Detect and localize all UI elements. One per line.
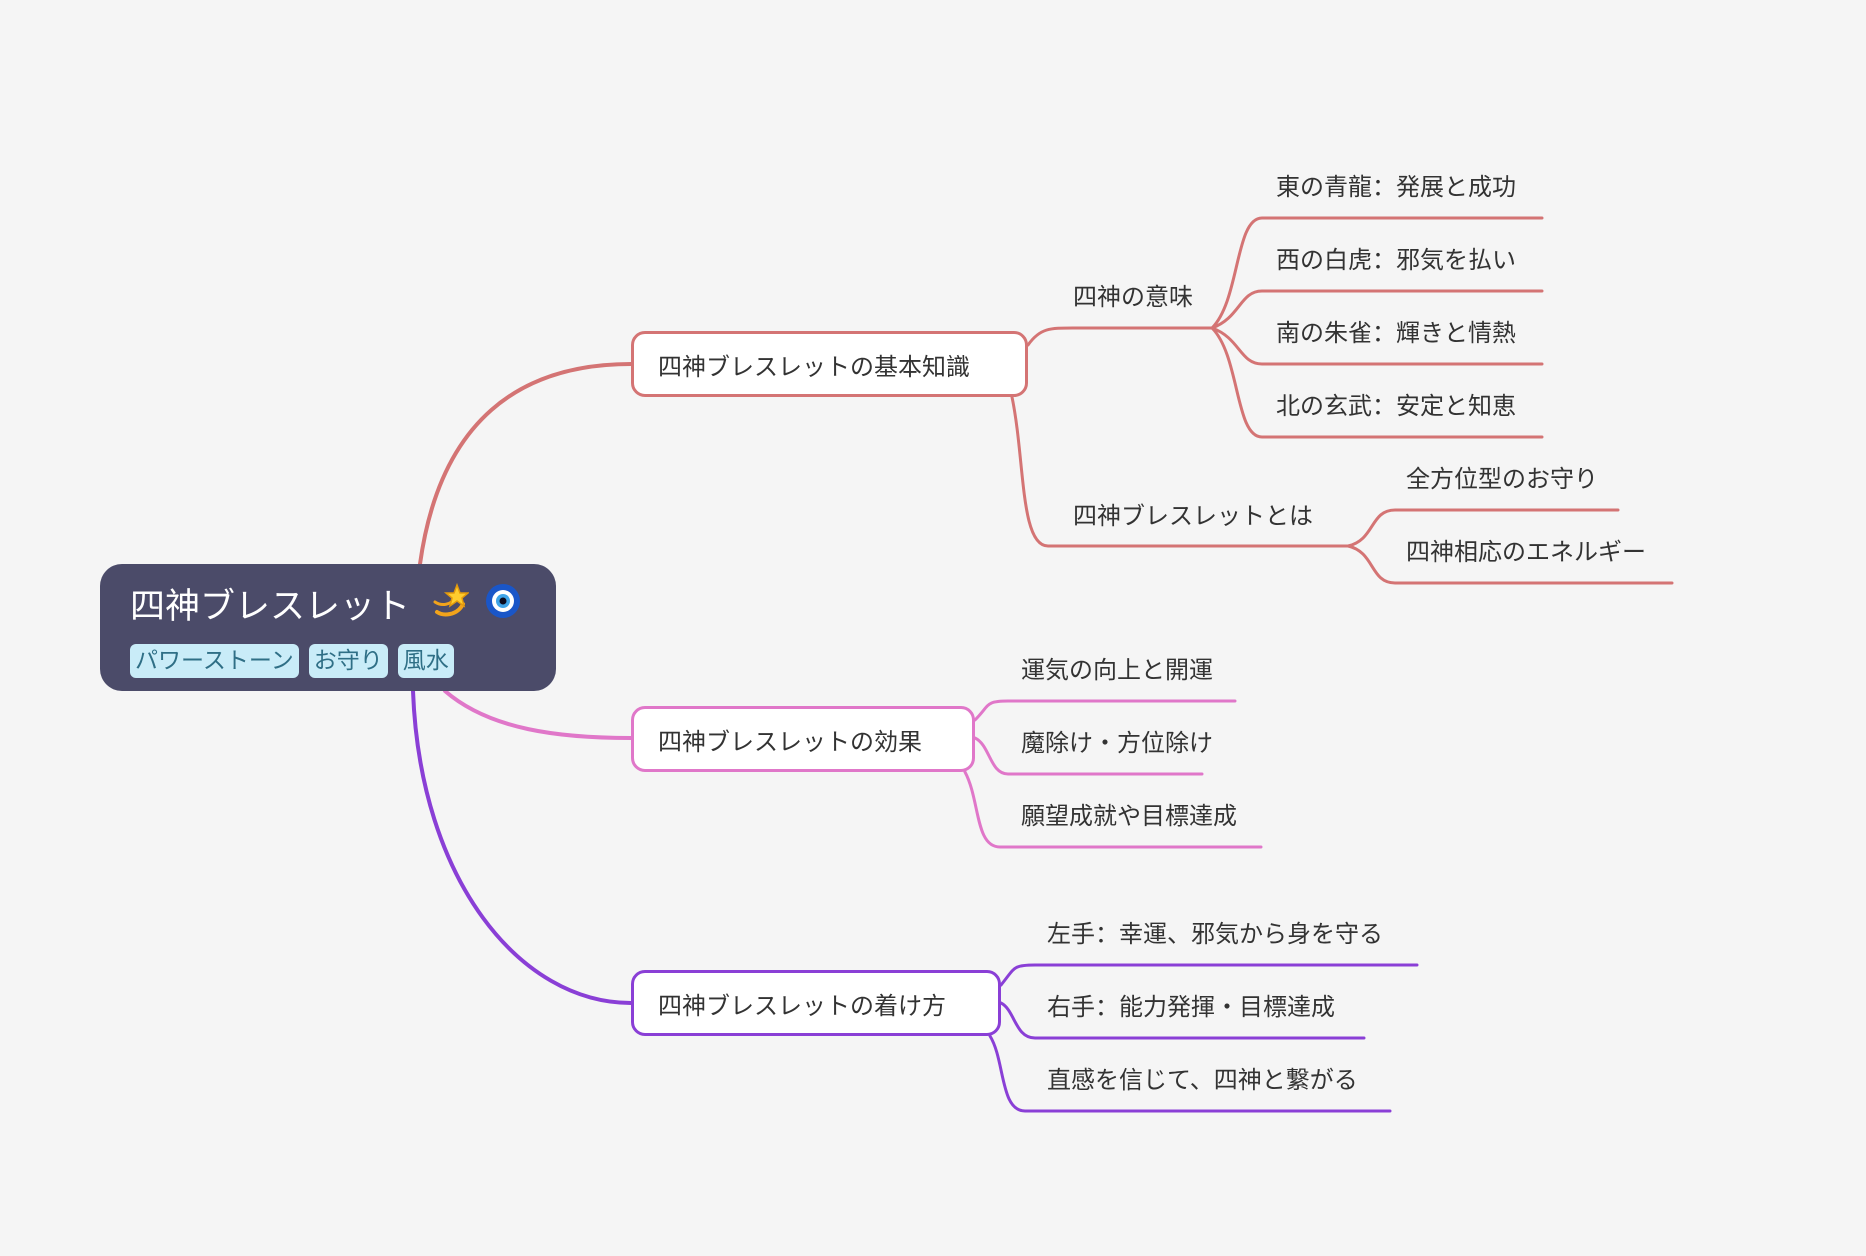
tag-omamori[interactable]: お守り [308, 644, 388, 678]
connector-line-6 [1210, 289, 1544, 330]
connector-line-13 [963, 770, 1263, 849]
branch-label: 四神ブレスレットの効果 [658, 727, 922, 756]
leaf-north-genbu[interactable]: 北の玄武：安定と知恵 [1276, 392, 1516, 420]
connector-line-4 [1010, 395, 1350, 548]
leaf-west-byakko[interactable]: 西の白虎：邪気を払い [1276, 246, 1516, 274]
connector-line-3 [1026, 326, 1214, 347]
leaf-left-hand[interactable]: 左手：幸運、邪気から身を守る [1047, 920, 1383, 948]
nazar-eye-icon [484, 582, 522, 632]
connector-line-15 [999, 1001, 1366, 1040]
sparkle-star-icon [431, 582, 471, 632]
group-shijin-meaning[interactable]: 四神の意味 [1073, 283, 1193, 311]
connector-line-5 [1210, 216, 1544, 330]
leaf-east-seiryu[interactable]: 東の青龍：発展と成功 [1276, 173, 1516, 201]
leaf-intuition[interactable]: 直感を信じて、四神と繋がる [1047, 1066, 1358, 1094]
connector-line-7 [1210, 326, 1544, 366]
leaf-fortune-up[interactable]: 運気の向上と開運 [1021, 656, 1213, 684]
connector-line-8 [1210, 326, 1544, 439]
leaf-right-hand[interactable]: 右手：能力発揮・目標達成 [1047, 993, 1335, 1021]
branch-effects[interactable]: 四神ブレスレットの効果 [631, 706, 975, 772]
root-title: 四神ブレスレット [130, 587, 411, 627]
tag-list: パワーストーン お守り 風水 [130, 644, 556, 678]
leaf-wish-fulfillment[interactable]: 願望成就や目標達成 [1021, 802, 1237, 830]
connector-line-12 [973, 736, 1204, 776]
leaf-omnidirectional-charm[interactable]: 全方位型のお守り [1406, 465, 1598, 493]
branch-how-to-wear[interactable]: 四神ブレスレットの着け方 [631, 970, 1001, 1036]
connector-line-1 [443, 689, 633, 740]
leaf-south-suzaku[interactable]: 南の朱雀：輝きと情熱 [1276, 319, 1516, 347]
connector-line-9 [1346, 508, 1620, 548]
root-node[interactable]: 四神ブレスレット パワーストーン お守り 風水 [100, 564, 556, 691]
branch-label: 四神ブレスレットの着け方 [658, 991, 946, 1020]
tag-fengshui[interactable]: 風水 [397, 644, 454, 678]
branch-basic-knowledge[interactable]: 四神ブレスレットの基本知識 [631, 331, 1028, 397]
connector-line-16 [988, 1034, 1392, 1113]
connector-line-2 [411, 689, 633, 1005]
connector-line-11 [973, 699, 1237, 722]
branch-label: 四神ブレスレットの基本知識 [658, 352, 970, 381]
leaf-shijin-energy[interactable]: 四神相応のエネルギー [1406, 538, 1646, 566]
connector-line-14 [999, 963, 1419, 987]
tag-power-stone[interactable]: パワーストーン [130, 644, 299, 678]
connector-line-0 [418, 362, 633, 566]
connector-line-10 [1346, 544, 1674, 585]
leaf-warding[interactable]: 魔除け・方位除け [1021, 729, 1213, 757]
group-bracelet-definition[interactable]: 四神ブレスレットとは [1073, 502, 1313, 530]
